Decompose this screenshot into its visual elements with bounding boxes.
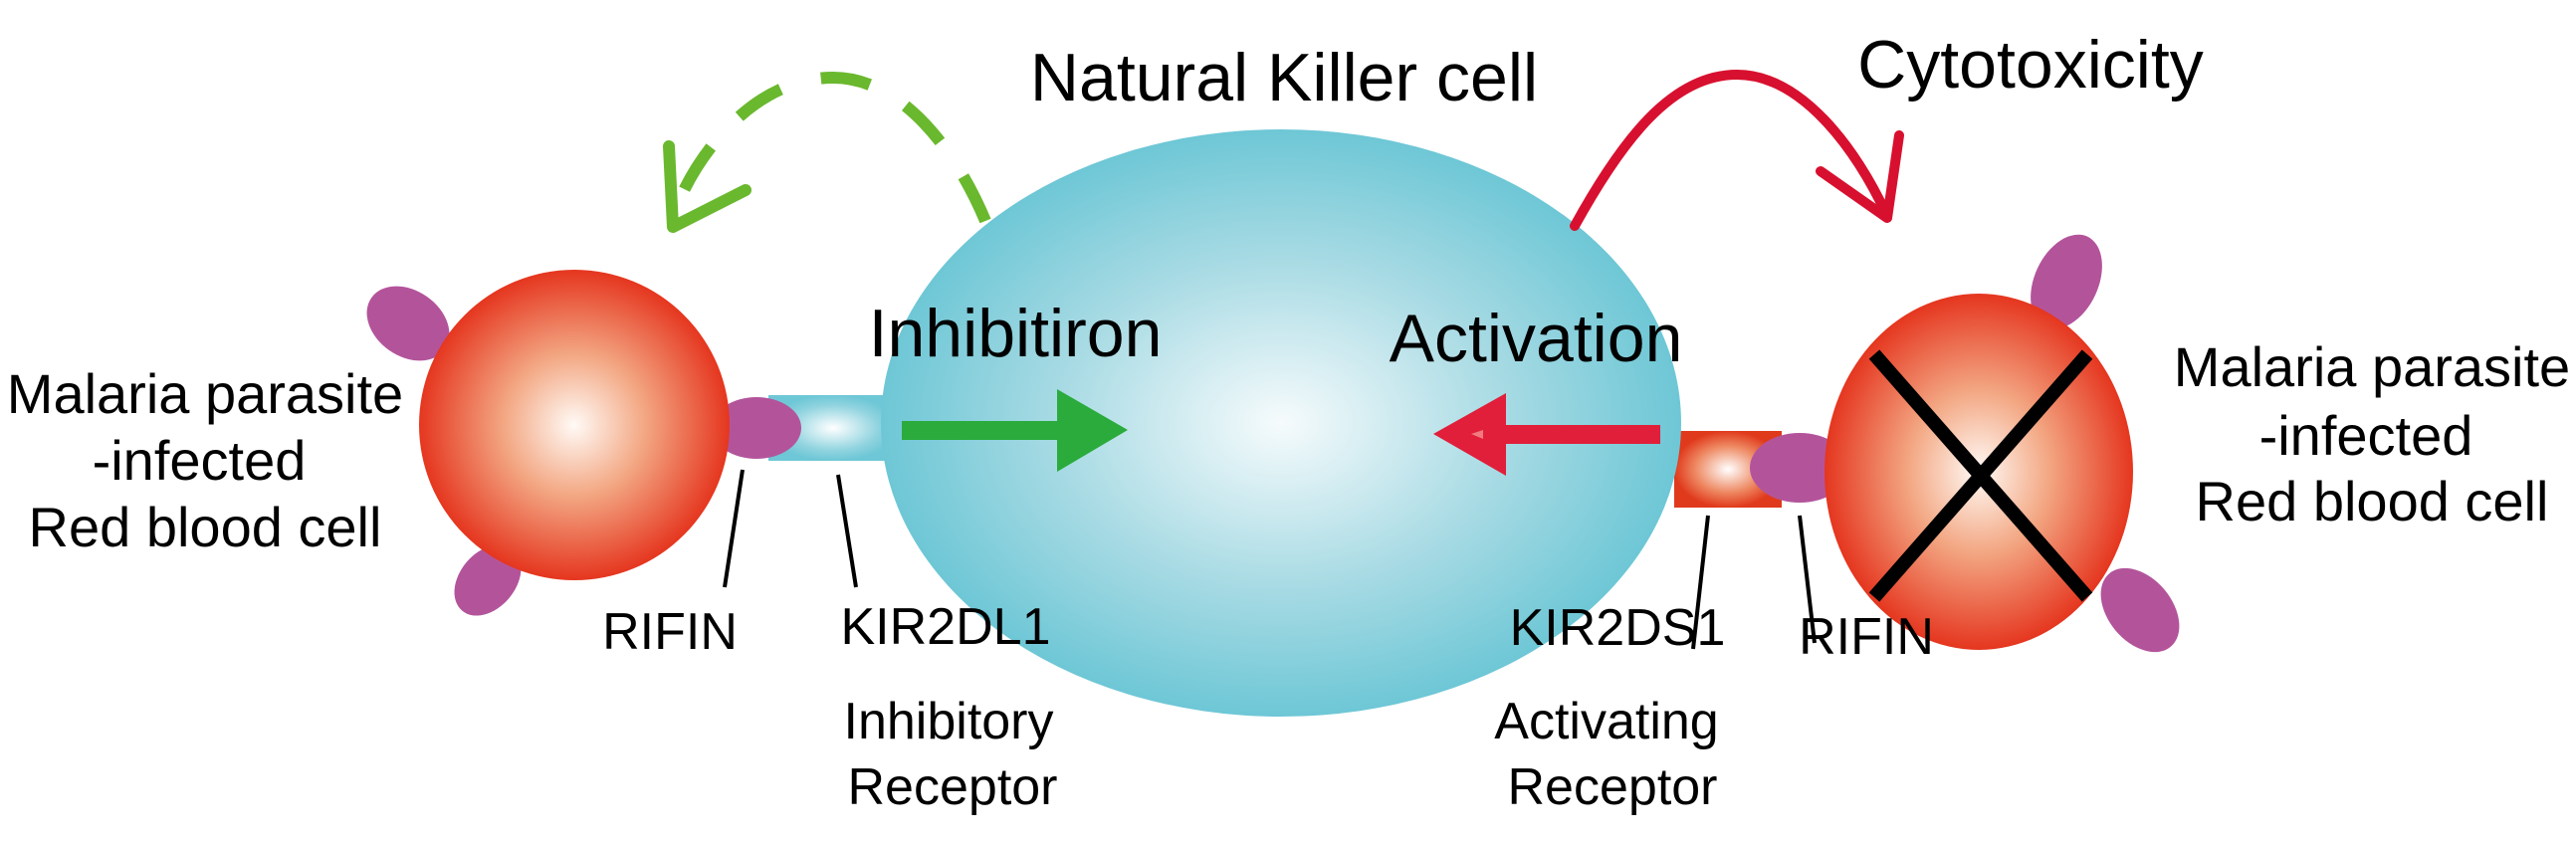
left-red-blood-cell	[419, 270, 730, 580]
natural-killer-cell	[881, 129, 1681, 717]
pointer-rifin-left	[723, 469, 745, 588]
cytotoxicity-arrow	[1570, 70, 1904, 231]
right-rbc-group	[1674, 234, 2180, 653]
rifin-label-right: RIFIN	[1799, 608, 1934, 666]
killed-cross-icon	[1868, 349, 2093, 602]
inhibitory-receptor-line: Inhibitory	[844, 693, 1054, 750]
left-cell-label-line: -infected	[93, 429, 307, 492]
right-cell-label: Malaria parasite -infected Red blood cel…	[2174, 335, 2570, 532]
rifin-label-left: RIFIN	[602, 603, 738, 661]
rifin-protein	[2031, 234, 2102, 329]
pointer-kir2dl1	[836, 474, 858, 588]
activation-signal-label: Activation	[1390, 301, 1683, 376]
cytotoxicity-label: Cytotoxicity	[1857, 27, 2204, 103]
activating-receptor-line: Receptor	[1508, 758, 1718, 816]
kir2dl1-label: KIR2DL1	[841, 598, 1051, 656]
inhibitory-receptor-line: Receptor	[848, 758, 1058, 816]
rifin-protein	[366, 286, 450, 361]
inhibition-arrow	[902, 389, 1128, 472]
pointer-kir2ds1	[1691, 515, 1710, 650]
left-rbc-group	[366, 270, 898, 616]
rifin-protein	[712, 397, 801, 459]
left-cell-label-line: Malaria parasite	[7, 362, 403, 425]
left-cell-label: Malaria parasite -infected Red blood cel…	[7, 362, 403, 558]
right-cell-label-line: Red blood cell	[2196, 470, 2549, 532]
activation-arrow	[1433, 393, 1660, 476]
right-cell-label-line: Malaria parasite	[2174, 335, 2570, 398]
pointer-rifin-right	[1798, 515, 1817, 644]
activating-receptor-line: Activating	[1494, 693, 1718, 750]
left-cell-label-line: Red blood cell	[29, 496, 382, 558]
inhibition-feedback-arrow	[663, 71, 991, 233]
inhibition-signal-label: Inhibitiron	[869, 296, 1163, 371]
rifin-protein	[2100, 567, 2180, 653]
right-cell-label-line: -infected	[2259, 404, 2473, 467]
kir2ds1-label: KIR2DS1	[1510, 599, 1726, 657]
rifin-protein	[1750, 433, 1849, 503]
nk-cell-title: Natural Killer cell	[1030, 40, 1538, 115]
label-pointer-lines	[723, 469, 1817, 650]
